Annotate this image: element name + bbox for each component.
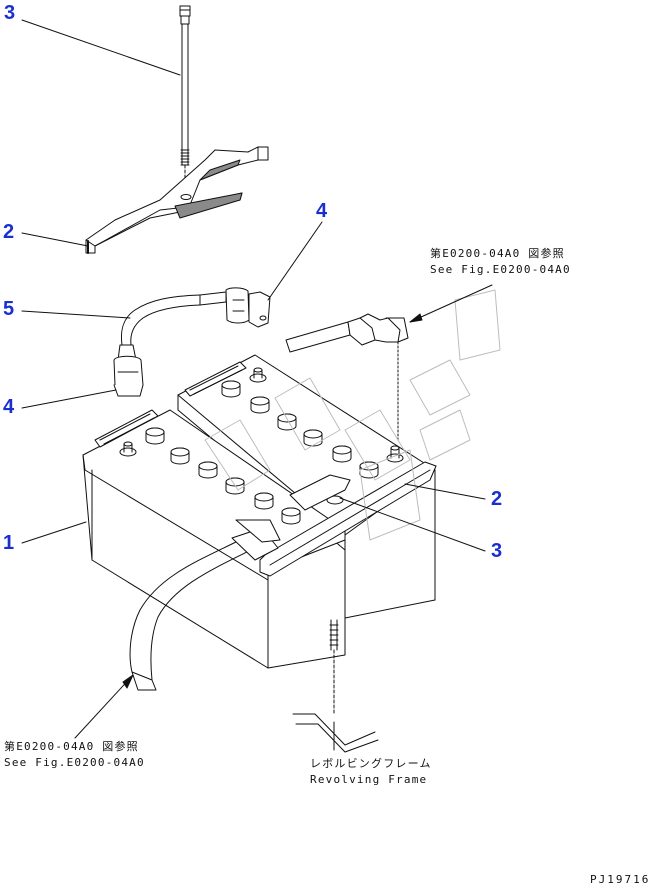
frame-label: レボルビングフレーム Revolving Frame [310,756,432,788]
arrowhead-ref-lower [122,674,134,689]
leader-terminal-cover-lower [21,389,117,409]
callout-bracket-right: 2 [491,488,503,510]
reference-note-upper-jp: 第E0200-04A0 図参照 [430,247,565,260]
battery-posts [119,367,404,505]
watermark [204,289,501,541]
callout-bracket-left: 2 [3,221,15,243]
leader-bolt-right [339,497,486,552]
arrow-ref-upper [409,284,493,323]
leader-bracket-left [21,232,89,247]
leader-lines [21,19,493,751]
hold-down-bolt-top [179,5,191,183]
leader-bolt-top [21,19,181,76]
battery-cable-upper-right [285,313,409,441]
callout-terminal-cover-upper: 4 [316,200,328,222]
frame-label-jp: レボルビングフレーム [310,757,432,770]
battery-assembly [82,354,437,753]
leader-battery [21,521,87,544]
frame-label-en: Revolving Frame [310,772,428,786]
reference-note-lower: 第E0200-04A0 図参照 See Fig.E0200-04A0 [4,739,145,771]
battery-link-cable [113,287,271,397]
callout-battery: 1 [3,532,15,554]
leader-cable-link [21,310,131,319]
reference-note-lower-en: See Fig.E0200-04A0 [4,755,145,769]
arrowhead-ref-upper [409,313,423,323]
callout-terminal-cover-lower: 4 [3,396,15,418]
reference-note-upper-en: See Fig.E0200-04A0 [430,262,571,276]
leader-bracket-right [404,483,486,500]
leader-terminal-cover-upper [267,221,323,301]
reference-note-upper: 第E0200-04A0 図参照 See Fig.E0200-04A0 [430,246,571,278]
battery-caps [145,380,379,525]
callout-bolt-top: 3 [4,2,16,24]
callout-bolt-right: 3 [491,540,503,562]
callout-cable-link: 5 [3,298,15,320]
drawing-id: PJ19716 [590,873,651,886]
reference-note-lower-jp: 第E0200-04A0 図参照 [4,740,139,753]
arrow-ref-lower [74,674,134,739]
hold-down-bracket-top [85,146,269,254]
